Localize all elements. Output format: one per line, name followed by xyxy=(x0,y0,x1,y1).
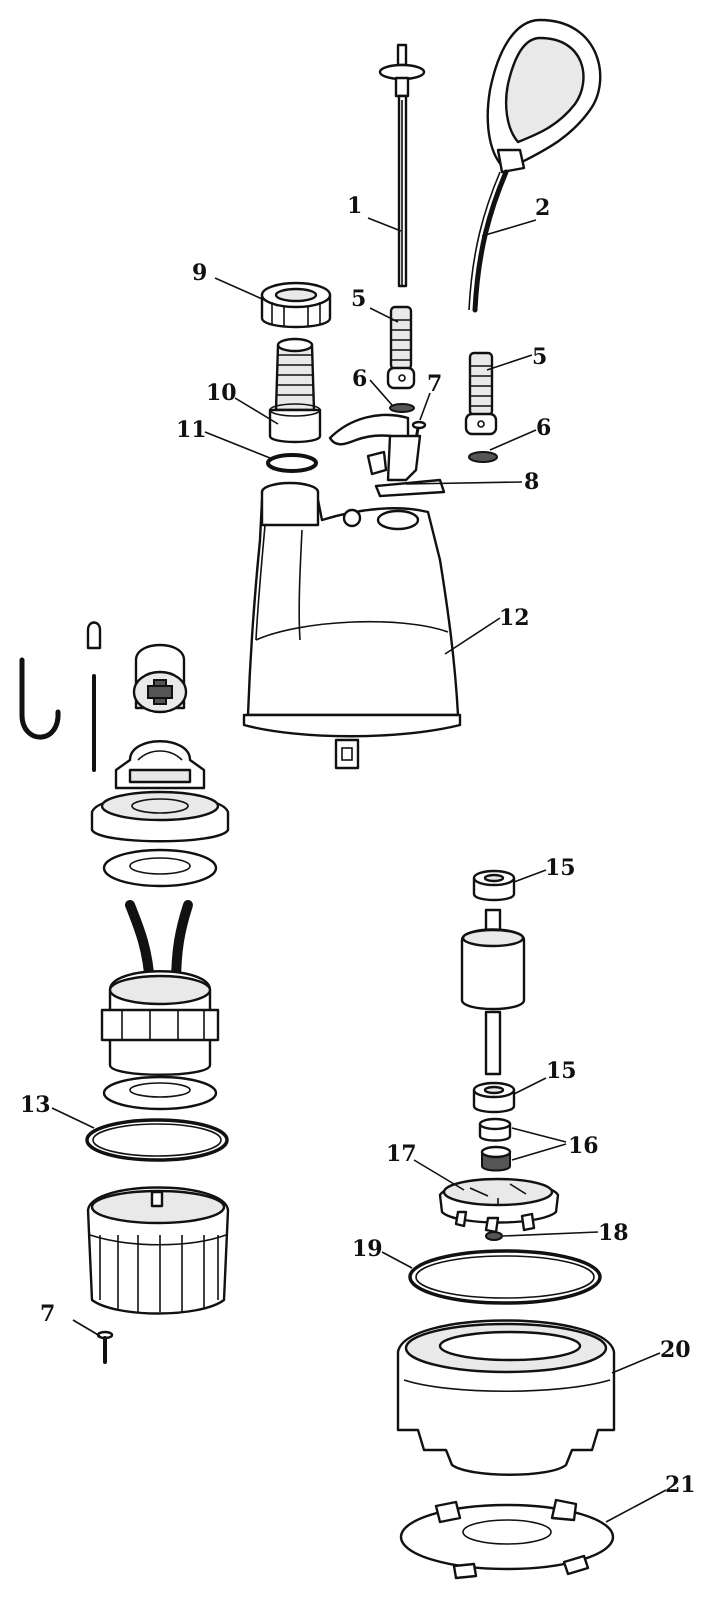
callout-7-bottom: 7 xyxy=(40,1301,55,1327)
callout-21: 21 xyxy=(665,1472,696,1498)
part-20-pump-base xyxy=(396,1319,616,1476)
motor-cover xyxy=(90,790,230,843)
part-10-hose-adapter xyxy=(268,337,322,444)
part-11-oring xyxy=(266,453,318,473)
rotor-shaft xyxy=(460,908,526,1076)
leader-lines xyxy=(51,217,667,1523)
motor-stator xyxy=(100,970,220,1076)
callout-6-right: 6 xyxy=(536,415,551,441)
callout-11: 11 xyxy=(176,417,207,443)
part-1-float-rod xyxy=(378,43,426,288)
cable-tie xyxy=(86,621,102,772)
callout-1: 1 xyxy=(347,193,362,219)
callout-7-top: 7 xyxy=(427,371,442,397)
callout-12: 12 xyxy=(499,605,530,631)
part-12-housing xyxy=(242,481,462,770)
callout-10: 10 xyxy=(206,380,237,406)
cable-plug xyxy=(132,643,188,714)
callout-5-right: 5 xyxy=(532,344,547,370)
callout-13: 13 xyxy=(20,1092,51,1118)
part-18-washer xyxy=(485,1231,503,1241)
callout-18: 18 xyxy=(598,1220,629,1246)
part-2-float-ball xyxy=(468,18,602,313)
cable-hook xyxy=(19,657,61,740)
motor-chamber xyxy=(86,1186,230,1315)
callout-6-left: 6 xyxy=(352,366,367,392)
bearing-plate xyxy=(102,1075,218,1111)
callout-5-left: 5 xyxy=(351,286,366,312)
cable-clamp xyxy=(114,740,206,790)
callout-labels: 1 2 5 5 6 6 7 7 8 9 10 11 12 13 15 15 16… xyxy=(20,193,696,1498)
part-19-oring xyxy=(408,1249,602,1305)
part-21-bottom-plate xyxy=(399,1498,615,1580)
seal-plate xyxy=(102,848,218,888)
part-17-impeller xyxy=(438,1177,560,1234)
callout-17: 17 xyxy=(386,1141,417,1167)
callout-19: 19 xyxy=(352,1236,383,1262)
part-6-oring-left xyxy=(389,403,415,413)
callout-20: 20 xyxy=(660,1337,691,1363)
part-5-slider-right xyxy=(464,351,498,436)
part-15-bearing-top xyxy=(472,869,516,902)
callout-15-top: 15 xyxy=(545,855,576,881)
part-13-oring xyxy=(85,1118,229,1162)
part-7-screw-bottom xyxy=(96,1330,114,1364)
part-9-nut xyxy=(260,281,332,329)
part-16-seal-top xyxy=(478,1117,512,1142)
callout-15-bottom: 15 xyxy=(546,1058,577,1084)
part-6-oring-right xyxy=(468,451,498,463)
callout-9: 9 xyxy=(192,260,207,286)
callout-2: 2 xyxy=(535,195,550,221)
part-16-seal-bottom xyxy=(480,1145,512,1172)
callout-8: 8 xyxy=(524,469,539,495)
callout-16: 16 xyxy=(568,1133,599,1159)
part-5-slider-left xyxy=(386,305,416,390)
part-15-bearing-bottom xyxy=(472,1081,516,1114)
